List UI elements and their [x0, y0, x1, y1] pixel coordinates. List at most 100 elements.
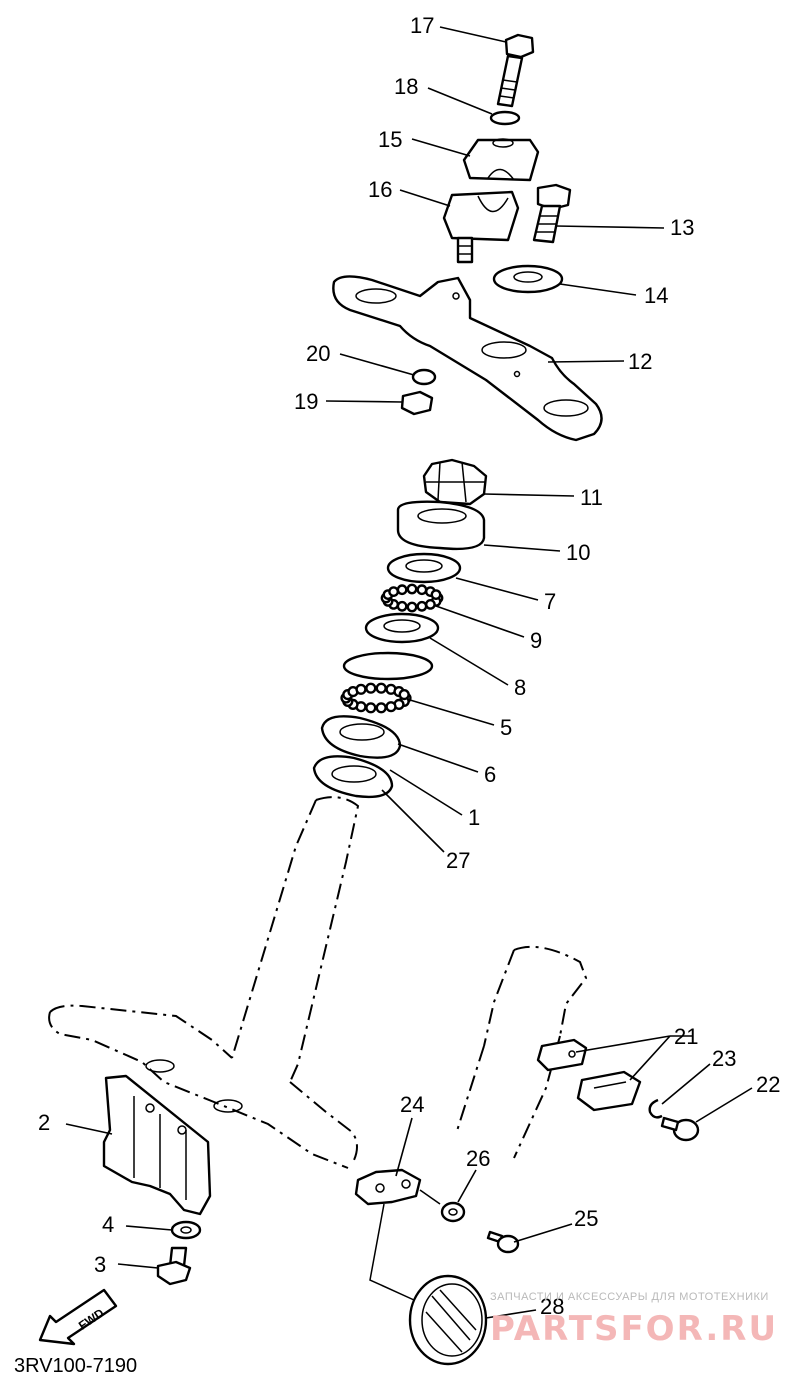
part-13-bolt [532, 183, 572, 244]
callout-4: 4 [102, 1212, 114, 1237]
part-19-nut [400, 390, 434, 416]
callout-6: 6 [484, 762, 496, 787]
part-2-guard [102, 1074, 212, 1216]
callout-5: 5 [500, 715, 512, 740]
part-23-clip [648, 1098, 663, 1119]
bearing-ball [424, 599, 436, 610]
bearing-ball [375, 682, 387, 694]
part-28-reflector [369, 1203, 488, 1366]
callout-2: 2 [38, 1110, 50, 1135]
leader-25 [513, 1223, 573, 1243]
callout-18: 18 [394, 74, 418, 99]
part-8-ball-race [364, 612, 440, 644]
leader-4 [125, 1225, 173, 1231]
part-1-seal [312, 755, 394, 799]
part-4-washer [170, 1220, 202, 1240]
callout-14: 14 [644, 283, 668, 308]
part-27-steering-stem [48, 796, 360, 1169]
callout-17: 17 [410, 13, 434, 38]
leader-18 [427, 87, 493, 115]
leader-14 [559, 283, 637, 296]
part-20-washer [411, 368, 437, 386]
part-10-washer [396, 500, 486, 551]
callout-19: 19 [294, 389, 318, 414]
part-26-washer [440, 1201, 466, 1223]
part-25-screw [486, 1230, 520, 1254]
leader-8 [429, 637, 509, 686]
leader-lines [65, 26, 753, 1319]
leader-20 [339, 353, 415, 376]
bearing-ball [375, 702, 387, 714]
callout-25: 25 [574, 1206, 598, 1231]
leader-17 [439, 26, 507, 43]
part-16-lower-holder [442, 190, 520, 264]
leader-2 [65, 1123, 113, 1135]
bearing-ball [416, 600, 428, 612]
watermark-tagline: ЗАПЧАСТИ И АКСЕССУАРЫ ДЛЯ МОТОТЕХНИКИ [490, 1291, 769, 1303]
bearing-ball [416, 584, 428, 596]
leader-9 [435, 605, 525, 638]
part-drawings: FWD [38, 33, 700, 1366]
leader-22 [695, 1087, 753, 1123]
leader-13 [555, 225, 665, 229]
fwd-arrow: FWD [38, 1288, 118, 1346]
part-14-washer [492, 264, 564, 294]
callout-11: 11 [580, 485, 603, 510]
callout-7: 7 [544, 589, 556, 614]
part-12-upper-bracket [332, 275, 603, 442]
callout-1: 1 [468, 805, 480, 830]
part-7-ball-race [386, 552, 462, 584]
part-18-washer [489, 110, 521, 126]
leader-23 [661, 1063, 711, 1105]
leader-10 [483, 544, 561, 552]
leader-15 [411, 138, 471, 157]
leader-16 [399, 189, 451, 207]
leader-12 [547, 360, 625, 363]
bearing-ball [406, 583, 418, 595]
part-9-balls [380, 583, 444, 613]
part-15-upper-holder [462, 138, 540, 182]
bearing-ball [355, 683, 367, 695]
leader-24 [395, 1117, 413, 1177]
part-17-bolt [496, 33, 535, 108]
watermark-site: PARTSFOR.RU [490, 1309, 778, 1349]
leader-19 [325, 400, 403, 403]
callout-9: 9 [530, 628, 542, 653]
callout-10: 10 [566, 540, 590, 565]
callout-23: 23 [712, 1046, 736, 1071]
leader-11 [483, 493, 575, 497]
callout-20: 20 [306, 341, 330, 366]
part-22-screw [660, 1116, 700, 1142]
callout-13: 13 [670, 215, 694, 240]
leader-3 [117, 1263, 159, 1269]
bearing-ball [396, 600, 408, 612]
callout-12: 12 [628, 349, 652, 374]
leader-5 [409, 699, 495, 726]
callout-26: 26 [466, 1146, 490, 1171]
leader-7 [455, 577, 539, 601]
callout-8: 8 [514, 675, 526, 700]
part-24-reflector-bracket [354, 1168, 441, 1206]
part-3-bolt [156, 1246, 192, 1286]
bearing-ball [388, 586, 399, 597]
leader-1 [389, 769, 463, 816]
watermark: ЗАПЧАСТИ И АКСЕССУАРЫ ДЛЯ МОТОТЕХНИКИ PA… [490, 1291, 778, 1349]
leader-28 [485, 1309, 537, 1319]
callout-21: 21 [674, 1024, 698, 1049]
bearing-ball [406, 601, 418, 613]
part-5-washer [342, 651, 434, 681]
leader-27 [381, 789, 445, 853]
bearing-ball [430, 589, 442, 600]
callout-22: 22 [756, 1072, 780, 1097]
part-6-race [320, 715, 402, 759]
callout-15: 15 [378, 127, 402, 152]
callout-28: 28 [540, 1294, 564, 1319]
callout-27: 27 [446, 848, 470, 873]
bearing-ball [398, 688, 410, 701]
bearing-ball [385, 701, 397, 713]
leader-6 [397, 743, 479, 773]
callout-3: 3 [94, 1252, 106, 1277]
diagram-code: 3RV100-7190 [14, 1355, 137, 1377]
leader-21 [575, 1035, 692, 1081]
